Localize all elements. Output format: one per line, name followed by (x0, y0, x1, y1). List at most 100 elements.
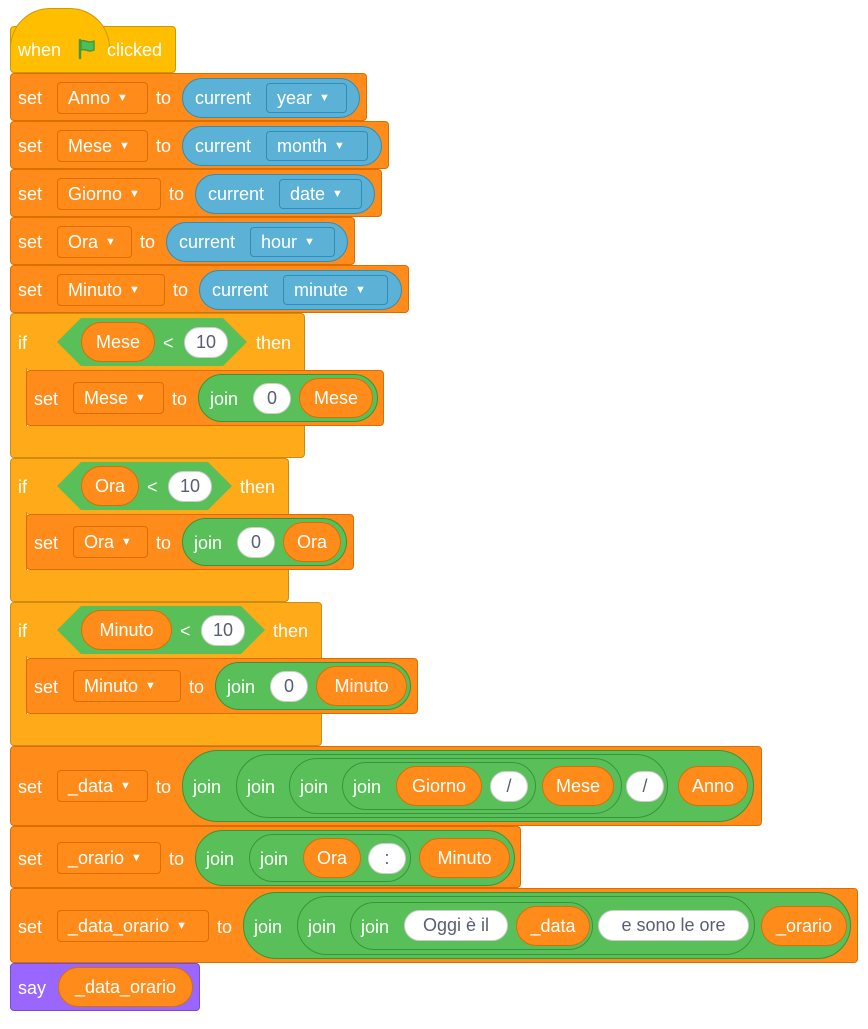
set-label: set (34, 677, 59, 697)
join-label: join (254, 917, 283, 937)
literal-value: 0 (250, 532, 261, 552)
data-orario-reporter[interactable]: _data_orario (58, 967, 193, 1007)
dropdown-value: Minuto (68, 279, 123, 300)
minuto-variable-dropdown[interactable]: Minuto▼ (73, 670, 181, 702)
to-label: to (169, 184, 185, 204)
number-input[interactable]: 10 (184, 327, 228, 358)
minuto-reporter[interactable]: Minuto (81, 610, 172, 650)
mese-variable-dropdown[interactable]: Mese▼ (73, 382, 164, 414)
data-orario-variable-dropdown[interactable]: _data_orario▼ (57, 910, 209, 942)
mese-reporter[interactable]: Mese (542, 766, 614, 806)
dropdown-arrow-icon: ▼ (145, 680, 156, 692)
join-label: join (210, 389, 239, 409)
text-input[interactable]: 0 (270, 671, 308, 702)
mese-reporter[interactable]: Mese (299, 378, 373, 418)
ora-reporter[interactable]: Ora (283, 522, 341, 562)
orario-variable-dropdown[interactable]: _orario▼ (57, 842, 161, 874)
text-input[interactable]: 0 (237, 527, 275, 558)
mese-variable-dropdown[interactable]: Mese▼ (57, 130, 148, 162)
dropdown-value: year (277, 87, 313, 108)
current-unit-dropdown[interactable]: minute▼ (283, 275, 388, 305)
current-unit-dropdown[interactable]: date ▼ (279, 179, 362, 209)
dropdown-value: Giorno (68, 183, 123, 204)
literal-value: / (506, 776, 512, 796)
text-input[interactable]: / (626, 771, 664, 802)
variable-name: _data_orario (74, 976, 177, 997)
literal-value: 0 (266, 388, 277, 408)
dropdown-arrow-icon: ▼ (105, 236, 116, 248)
then-label: then (240, 477, 276, 497)
to-label: to (172, 389, 188, 409)
minuto-reporter[interactable]: Minuto (419, 838, 510, 878)
current-unit-dropdown[interactable]: month▼ (266, 131, 368, 161)
dropdown-arrow-icon: ▼ (332, 188, 343, 200)
dropdown-arrow-icon: ▼ (129, 188, 140, 200)
literal-value: 10 (179, 476, 201, 496)
literal-value: 10 (212, 620, 234, 640)
giorno-variable-dropdown[interactable]: Giorno ▼ (57, 178, 161, 210)
anno-reporter[interactable]: Anno (678, 766, 748, 806)
data-variable-dropdown[interactable]: _data▼ (57, 770, 148, 802)
dropdown-value: date (290, 183, 326, 204)
text-input[interactable]: / (490, 771, 528, 802)
dropdown-arrow-icon: ▼ (121, 536, 132, 548)
variable-name: Ora (316, 847, 347, 868)
to-label: to (169, 849, 185, 869)
to-label: to (156, 777, 172, 797)
literal-value: Oggi è il (422, 915, 490, 935)
text-input[interactable]: Oggi è il (404, 910, 508, 941)
text-input[interactable]: : (368, 843, 406, 874)
join-label: join (247, 777, 276, 797)
to-label: to (156, 88, 172, 108)
variable-name: Mese (95, 331, 140, 352)
dropdown-arrow-icon: ▼ (119, 140, 130, 152)
number-input[interactable]: 10 (201, 615, 245, 646)
dropdown-arrow-icon: ▼ (129, 284, 140, 296)
text-input[interactable]: 0 (253, 383, 291, 414)
set-label: set (18, 232, 43, 252)
current-label: current (208, 184, 265, 204)
if-minuto-arm (10, 656, 27, 714)
variable-name: Mese (313, 387, 358, 408)
join-label: join (193, 777, 222, 797)
variable-name: Giorno (411, 775, 467, 796)
less-than-sign: < (180, 621, 191, 641)
dropdown-arrow-icon: ▼ (117, 92, 128, 104)
set-label: set (18, 917, 43, 937)
orario-reporter[interactable]: _orario (761, 906, 847, 946)
join-label: join (300, 777, 329, 797)
dropdown-value: hour (261, 231, 298, 252)
set-label: set (18, 184, 43, 204)
ora-variable-dropdown[interactable]: Ora ▼ (57, 226, 132, 258)
anno-variable-dropdown[interactable]: Anno▼ (57, 82, 148, 114)
if-mese-footer (10, 426, 305, 458)
minuto-variable-dropdown[interactable]: Minuto ▼ (57, 274, 165, 306)
number-input[interactable]: 10 (168, 471, 212, 502)
text-input[interactable]: e sono le ore (598, 910, 749, 941)
join-label: join (308, 917, 337, 937)
set-label: set (18, 88, 43, 108)
ora-variable-dropdown[interactable]: Ora▼ (73, 526, 148, 558)
dropdown-value: month (277, 135, 328, 156)
ora-reporter[interactable]: Ora (81, 466, 139, 506)
current-unit-dropdown[interactable]: year▼ (266, 83, 347, 113)
current-unit-dropdown[interactable]: hour ▼ (250, 227, 335, 257)
dropdown-value: Mese (84, 387, 129, 408)
minuto-reporter[interactable]: Minuto (316, 666, 407, 706)
ora-reporter[interactable]: Ora (303, 838, 361, 878)
mese-reporter[interactable]: Mese (81, 322, 155, 362)
data-reporter[interactable]: _data (516, 906, 590, 946)
dropdown-value: Ora (68, 231, 99, 252)
to-label: to (217, 917, 233, 937)
variable-name: Minuto (334, 675, 389, 696)
hat-when-label: when (18, 40, 62, 60)
to-label: to (173, 280, 189, 300)
variable-name: Ora (94, 475, 125, 496)
less-than-sign: < (163, 333, 174, 353)
dropdown-value: _data (68, 775, 114, 796)
current-label: current (195, 136, 252, 156)
current-label: current (212, 280, 269, 300)
dropdown-arrow-icon: ▼ (355, 284, 366, 296)
giorno-reporter[interactable]: Giorno (396, 766, 482, 806)
dropdown-arrow-icon: ▼ (304, 236, 315, 248)
